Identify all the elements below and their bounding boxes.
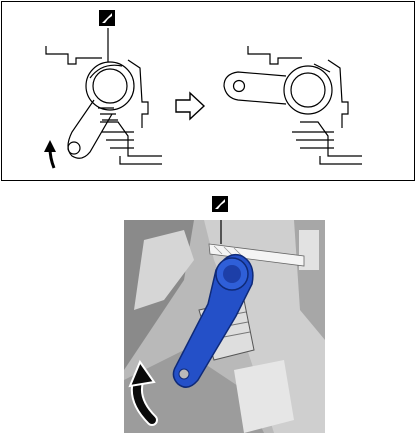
lever-pivot-inner [92, 68, 128, 104]
lower-housing [124, 350, 264, 433]
housing-bottom-edge [300, 121, 362, 157]
housing-top-edge [247, 46, 302, 65]
lever-arm [223, 71, 287, 105]
blue-lever [172, 253, 254, 388]
after-state-drawing [223, 46, 362, 165]
pliers-tag-icon [99, 10, 115, 26]
latch-tab [313, 63, 331, 73]
lever-hole [232, 79, 246, 93]
component-photo-drawing [124, 220, 325, 433]
housing-rib-lines [102, 131, 134, 149]
hollow-right-arrow-icon [175, 91, 206, 121]
lever-hole [67, 141, 81, 155]
lever-pivot-outer [85, 61, 135, 111]
left-housing-highlight [134, 230, 194, 310]
pivot-shadow-arc [89, 64, 123, 79]
tape-stripes [213, 245, 243, 257]
rotation-arrow-up-icon [44, 140, 56, 169]
procedure-diagram [44, 28, 362, 169]
lower-bracket [234, 360, 294, 433]
procedure-diagram-frame [1, 1, 415, 181]
pliers-tag-icon [212, 196, 228, 212]
lever-clip-lines [98, 107, 118, 121]
housing-right-edge [327, 59, 349, 128]
housing-base [319, 156, 362, 165]
lever-hole [178, 368, 190, 380]
component-photo [124, 220, 325, 433]
rotation-arrow-curved-icon [128, 359, 158, 426]
housing-right-edge [127, 59, 149, 128]
lever-pivot-outer [283, 65, 333, 115]
lever-pivot-center [223, 265, 241, 283]
housing-top-edge [45, 46, 102, 65]
tape-band [208, 243, 305, 267]
housing-bottom-edge [100, 121, 162, 157]
lever-pivot-inner [290, 72, 326, 108]
before-state-drawing [45, 28, 162, 165]
lever-arm [67, 99, 113, 159]
housing-base [119, 156, 162, 165]
housing-rib-lines [292, 131, 334, 149]
